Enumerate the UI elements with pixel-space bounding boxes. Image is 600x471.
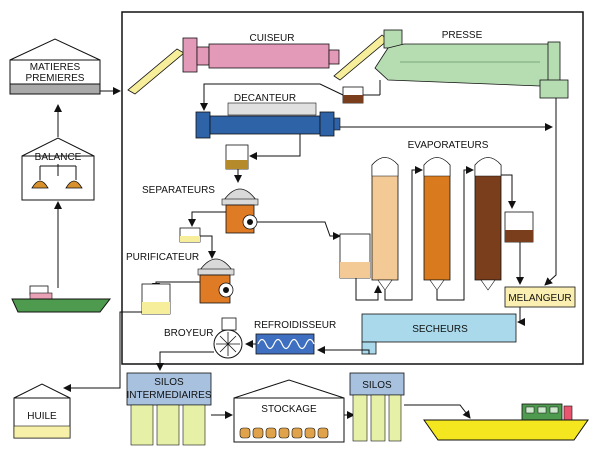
label-silos-inter-1: SILOS bbox=[154, 377, 184, 388]
label-premieres: PREMIERES bbox=[26, 73, 85, 84]
label-silos-inter-2: INTERMEDIAIRES bbox=[126, 390, 211, 401]
ship-icon bbox=[423, 403, 589, 441]
label-presse: PRESSE bbox=[442, 30, 483, 41]
label-huile: HUILE bbox=[27, 411, 57, 422]
label-matieres: MATIERES bbox=[30, 62, 81, 73]
balance: BALANCE bbox=[21, 137, 95, 201]
secheurs: SECHEURS bbox=[361, 313, 517, 355]
label-evaporateurs: EVAPORATEURS bbox=[408, 140, 489, 151]
label-cuiseur: CUISEUR bbox=[249, 33, 294, 44]
label-silos: SILOS bbox=[362, 380, 392, 391]
melangeur bbox=[504, 286, 576, 308]
plant-frame bbox=[121, 11, 584, 365]
decanteur: DECANTEUR bbox=[195, 93, 341, 139]
label-secheurs: SECHEURS bbox=[412, 324, 468, 335]
fish-bag-icon bbox=[239, 427, 329, 439]
screw-conveyor-icon bbox=[255, 333, 315, 355]
cuiseur: CUISEUR bbox=[182, 33, 340, 73]
boat-icon bbox=[11, 285, 112, 313]
presse: PRESSE bbox=[374, 29, 569, 99]
silos-intermediaires: SILOS INTERMEDIAIRES bbox=[126, 372, 212, 446]
label-decanteur: DECANTEUR bbox=[234, 93, 296, 104]
purificateur bbox=[197, 258, 235, 304]
scale-pan-icon bbox=[65, 180, 83, 189]
scale-pan-icon bbox=[31, 180, 49, 189]
evaporateur-2 bbox=[423, 157, 451, 291]
stockage: STOCKAGE bbox=[233, 379, 345, 443]
label-refroidisseur: REFROIDISSEUR bbox=[254, 320, 336, 331]
fan-icon bbox=[213, 317, 243, 359]
label-stockage: STOCKAGE bbox=[261, 404, 317, 415]
evaporateur-1 bbox=[371, 157, 399, 291]
label-melangeur: MELANGEUR bbox=[508, 293, 571, 304]
huile-tank: HUILE bbox=[13, 383, 71, 439]
label-purificateur: PURIFICATEUR bbox=[126, 252, 199, 263]
separateur bbox=[221, 188, 259, 234]
label-separateurs: SEPARATEURS bbox=[142, 185, 215, 196]
label-broyeur: BROYEUR bbox=[164, 328, 213, 339]
evaporateur-3 bbox=[474, 157, 502, 291]
silos: SILOS bbox=[349, 372, 405, 442]
raw-materials-warehouse: MATIERES PREMIERES bbox=[9, 38, 101, 95]
label-balance: BALANCE bbox=[35, 152, 82, 163]
